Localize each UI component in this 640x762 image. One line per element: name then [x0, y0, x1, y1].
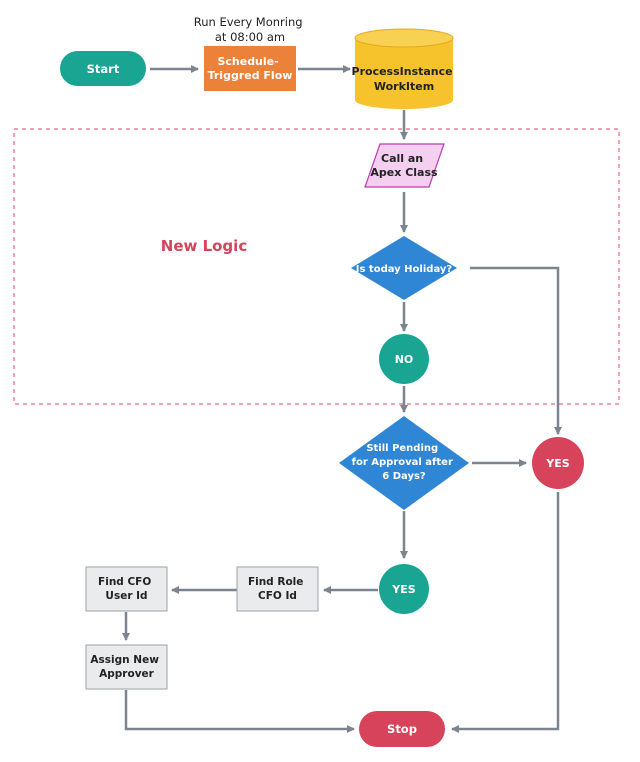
assign-node[interactable]: Assign New Approver: [85, 644, 168, 690]
find-role-label-line2: CFO Id: [258, 590, 297, 602]
svg-text:Find CFO User Id: Find CFO User Id: [98, 576, 155, 602]
arrow-assign-stop: [124, 690, 355, 733]
yes-right-label: YES: [545, 457, 569, 470]
start-label: Start: [87, 62, 120, 76]
connectors: [122, 65, 562, 733]
start-node[interactable]: Start: [60, 51, 146, 86]
svg-text:Find Role CFO Id: Find Role CFO Id: [248, 576, 307, 602]
find-cfo-label-line2: User Id: [105, 590, 147, 602]
apex-label-line1: Call an: [381, 152, 423, 165]
find-cfo-node[interactable]: Find CFO User Id: [85, 566, 168, 612]
svg-text:Schedule- Triggred Flow: Schedule- Triggred Flow: [208, 55, 293, 82]
svg-text:Call an Apex Class: Call an Apex Class: [370, 152, 438, 179]
datastore-label-line2: WorkItem: [374, 80, 434, 93]
pending-label-line2: for Approval after: [352, 457, 453, 468]
schedule-note-line1: Run Every Monring: [194, 15, 303, 29]
apex-label-line2: Apex Class: [370, 166, 438, 179]
find-role-label-line1: Find Role: [248, 576, 303, 588]
holiday-decision[interactable]: Is today Holiday?: [351, 236, 457, 300]
trigger-label-line1: Schedule-: [217, 55, 278, 68]
svg-text:Assign New Approver: Assign New Approver: [90, 654, 162, 680]
schedule-note: Run Every Monring at 08:00 am: [194, 15, 306, 44]
arrow-holiday-yes: [470, 266, 562, 435]
stop-node[interactable]: Stop: [359, 711, 445, 747]
arrow-yes-stop: [451, 492, 560, 733]
datastore-node[interactable]: ProcessInstance WorkItem: [352, 28, 457, 109]
pending-label-line1: Still Pending: [366, 443, 438, 454]
holiday-label: Is today Holiday?: [356, 264, 453, 275]
assign-label-line2: Approver: [99, 668, 155, 680]
no-label: NO: [395, 353, 414, 366]
pending-label-line3: 6 Days?: [382, 471, 426, 482]
yes-right-node[interactable]: YES: [532, 437, 584, 489]
yes-bottom-node[interactable]: YES: [379, 564, 429, 614]
find-cfo-label-line1: Find CFO: [98, 576, 151, 588]
find-role-node[interactable]: Find Role CFO Id: [236, 566, 319, 612]
no-node[interactable]: NO: [379, 334, 429, 384]
svg-text:ProcessInstance WorkItem: ProcessInstance WorkItem: [352, 65, 457, 93]
yes-bottom-label: YES: [391, 583, 415, 596]
trigger-node[interactable]: Schedule- Triggred Flow: [204, 46, 296, 91]
assign-label-line1: Assign New: [90, 654, 159, 666]
stop-label: Stop: [387, 722, 417, 736]
apex-node[interactable]: Call an Apex Class: [364, 143, 445, 188]
datastore-label-line1: ProcessInstance: [352, 65, 453, 78]
pending-decision[interactable]: Still Pending for Approval after 6 Days?: [339, 416, 469, 510]
new-logic-region: [13, 128, 620, 405]
schedule-note-line2: at 08:00 am: [215, 30, 285, 44]
svg-text:Still Pending for Approv: Still Pending for Approval after 6 Days?: [352, 443, 457, 482]
new-logic-label: New Logic: [161, 237, 247, 255]
trigger-label-line2: Triggred Flow: [208, 69, 293, 82]
